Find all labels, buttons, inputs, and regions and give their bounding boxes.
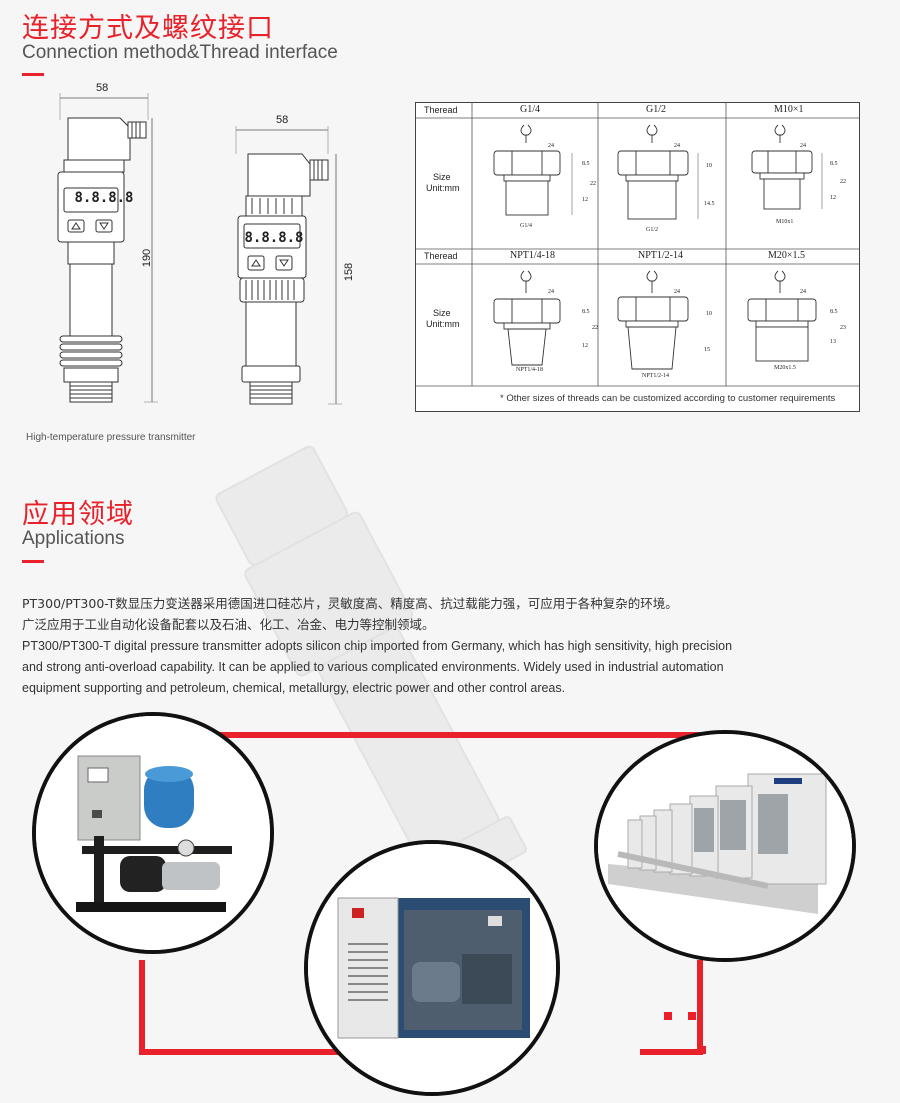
dim-h3: 14.5	[704, 201, 715, 207]
dim-h3: 13	[830, 339, 836, 345]
watermark-transmitter	[215, 445, 528, 903]
dim-h3: 15	[704, 347, 710, 353]
dim-h2: 23	[840, 325, 846, 331]
thread-header-label: Theread	[424, 251, 458, 261]
dim-h3: 12	[830, 195, 836, 201]
display-digits: 8.8.8.8	[244, 230, 303, 246]
transmitter-drawing-right: 8.8.8.8	[235, 126, 342, 405]
unit-label: Unit:mm	[426, 183, 460, 193]
section1-title-en: Connection method&Thread interface	[22, 42, 338, 63]
para-en-2: and strong anti-overload capability. It …	[22, 660, 724, 674]
dim-h1: 8.5	[582, 309, 590, 315]
dim-h1: 8.5	[582, 161, 590, 167]
application-image-chiller-units	[594, 730, 856, 962]
dim-h3: 12	[582, 197, 588, 203]
display-digits: 8.8.8.8	[74, 190, 133, 206]
application-image-air-compressor	[304, 840, 560, 1096]
section1-accent-bar	[22, 73, 44, 76]
hex-label: 24	[548, 143, 554, 149]
dim-h2: 22	[592, 325, 598, 331]
size-label: Size	[433, 308, 451, 318]
section2-title-en: Applications	[22, 528, 125, 549]
unit-label: Unit:mm	[426, 319, 460, 329]
drawing-caption: High-temperature pressure transmitter	[26, 432, 196, 443]
thread-bottom-label: NPT1/2-14	[642, 373, 669, 379]
thread-fittings-row2	[493, 270, 817, 370]
para-en-3: equipment supporting and petroleum, chem…	[22, 681, 566, 695]
right-height-label: 158	[343, 262, 356, 282]
section2-accent-bar	[22, 560, 44, 563]
thread-table: Theread G1/4 G1/2 M10×1 Size Unit:mm The…	[415, 102, 860, 412]
thread-name: M10×1	[774, 104, 804, 115]
thread-table-note: * Other sizes of threads can be customiz…	[500, 393, 836, 404]
thread-name: NPT1/2-14	[638, 250, 683, 261]
thread-bottom-label: G1/2	[646, 227, 658, 233]
dim-h2: 22	[840, 179, 846, 185]
thread-name: NPT1/4-18	[510, 250, 555, 261]
dim-h1: 8.5	[830, 309, 838, 315]
dim-h2: 22	[590, 181, 596, 187]
hex-label: 24	[674, 289, 680, 295]
para-zh-1: PT300/PT300-T数显压力变送器采用德国进口硅芯片，灵敏度高、精度高、抗…	[22, 596, 678, 611]
hex-label: 24	[548, 289, 554, 295]
para-en-1: PT300/PT300-T digital pressure transmitt…	[22, 639, 733, 653]
hex-label: 24	[674, 143, 680, 149]
left-height-label: 190	[141, 248, 154, 268]
thread-table-grid	[416, 103, 859, 387]
dim-h1: 10	[706, 163, 712, 169]
applications-red-frame	[139, 732, 706, 1055]
thread-name: G1/2	[646, 104, 666, 115]
thread-name: G1/4	[520, 104, 540, 115]
thread-bottom-label: M20x1.5	[774, 365, 796, 371]
section1-title-zh: 连接方式及螺纹接口	[22, 13, 274, 44]
dim-h1: 10	[706, 311, 712, 317]
section2-title-zh: 应用领域	[22, 499, 134, 530]
thread-bottom-label: NPT1/4-18	[516, 367, 543, 373]
left-width-label: 58	[96, 82, 109, 94]
para-zh-2: 广泛应用于工业自动化设备配套以及石油、化工、冶金、电力等控制领域。	[22, 617, 435, 632]
transmitter-drawing-left: 8.8.8.8	[57, 93, 158, 403]
dim-h1: 8.5	[830, 161, 838, 167]
thread-name: M20×1.5	[768, 250, 806, 261]
hex-label: 24	[800, 289, 806, 295]
thread-header-label: Theread	[424, 105, 458, 115]
application-image-pump-station	[32, 712, 274, 954]
thread-bottom-label: M10x1	[776, 219, 794, 225]
right-width-label: 58	[276, 114, 289, 126]
dim-h3: 12	[582, 343, 588, 349]
hex-label: 24	[800, 143, 806, 149]
thread-bottom-label: G1/4	[520, 223, 532, 229]
thread-fittings-row1	[493, 124, 823, 220]
size-label: Size	[433, 172, 451, 182]
